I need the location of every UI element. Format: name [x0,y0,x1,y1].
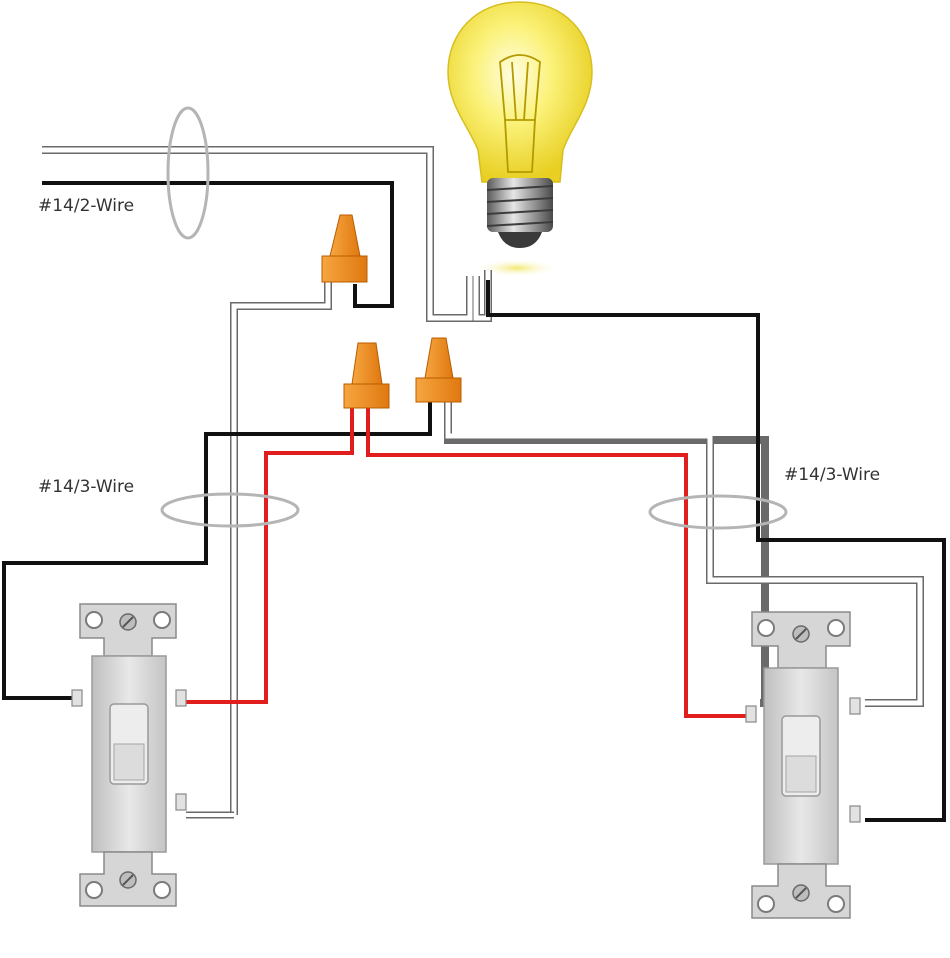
three-way-switch-icon [745,611,861,919]
bulb-glass [447,1,593,183]
three-way-switch-icon [71,603,187,907]
light-bulb-icon [447,1,593,277]
neutral-wires [42,146,924,819]
wire-nut-icon [415,337,462,403]
wire-nut-icon [321,214,368,283]
right-cable-label: #14/3-Wire [784,465,881,485]
cable-ring-main [166,106,210,240]
cable-ring-left [160,492,300,528]
cable-rings [160,106,788,530]
bulb-base [487,178,553,232]
wire-nut-icon [343,342,390,409]
left-cable-label: #14/3-Wire [38,477,135,497]
bulb-glow [475,259,559,277]
bulb-tip [498,232,542,248]
hot-wires [2,181,946,822]
main-cable-label: #14/2-Wire [38,196,135,216]
cable-ring-right [648,494,788,530]
traveler-wires [183,405,748,718]
bulb-filament [499,54,541,173]
